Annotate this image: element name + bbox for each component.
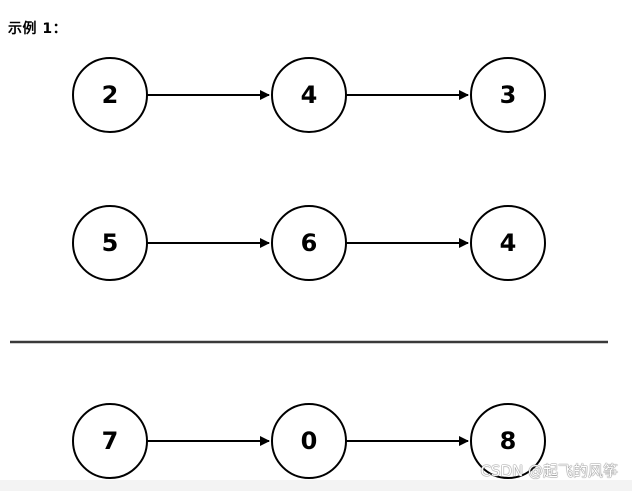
list-node: 5 xyxy=(72,205,148,281)
list-node: 6 xyxy=(271,205,347,281)
node-value: 3 xyxy=(500,81,517,109)
csdn-watermark: CSDN @起飞的风筝 xyxy=(480,462,618,480)
list-node: 3 xyxy=(470,57,546,133)
example-heading: 示例 1： xyxy=(8,21,68,37)
list-node: 7 xyxy=(72,403,148,479)
node-value: 6 xyxy=(301,229,318,257)
bottom-strip xyxy=(0,480,632,491)
node-value: 4 xyxy=(500,229,517,257)
list-row-result: 7 0 8 xyxy=(72,403,546,479)
list-node: 4 xyxy=(470,205,546,281)
list-node: 4 xyxy=(271,57,347,133)
node-value: 8 xyxy=(500,427,517,455)
node-value: 2 xyxy=(102,81,119,109)
list-node: 2 xyxy=(72,57,148,133)
list-node: 0 xyxy=(271,403,347,479)
node-value: 0 xyxy=(301,427,318,455)
node-value: 7 xyxy=(102,427,119,455)
list-row-2: 5 6 4 xyxy=(72,205,546,281)
list-row-1: 2 4 3 xyxy=(72,57,546,133)
list-node: 8 xyxy=(470,403,546,479)
node-value: 5 xyxy=(102,229,119,257)
node-value: 4 xyxy=(301,81,318,109)
